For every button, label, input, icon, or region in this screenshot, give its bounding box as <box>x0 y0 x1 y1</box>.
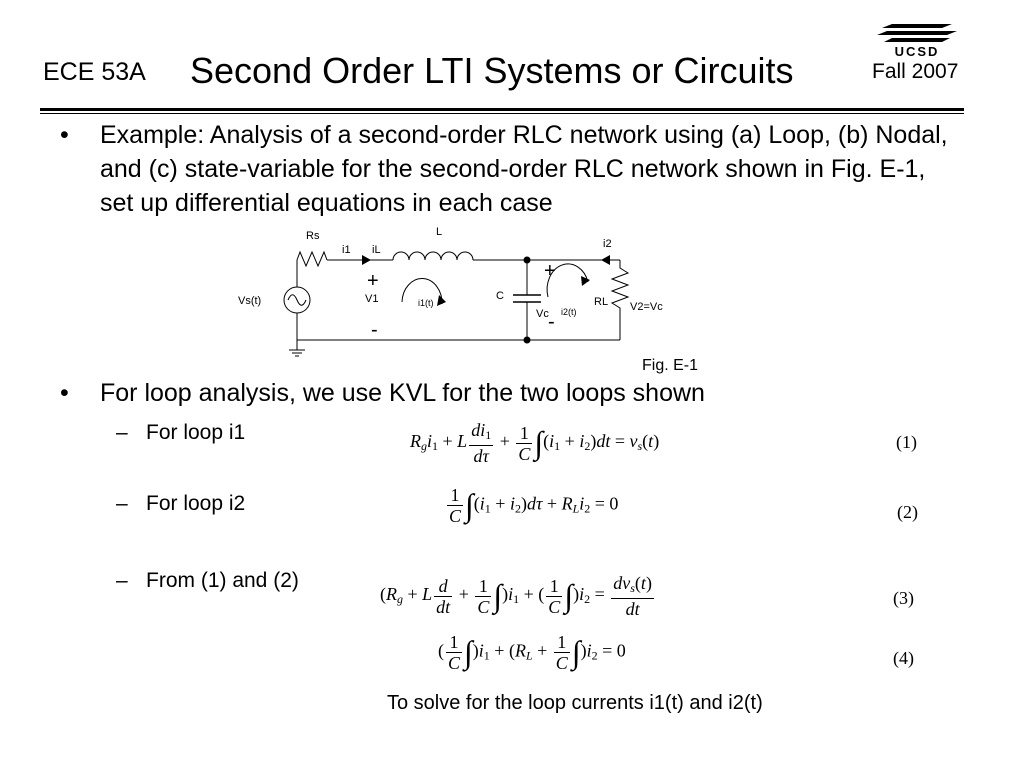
label-rs: Rs <box>306 230 320 242</box>
resistor-rl-symbol <box>610 260 630 340</box>
label-rl: RL <box>594 296 608 308</box>
inductor-symbol <box>392 251 474 261</box>
label-loop1: i1(t) <box>418 298 434 308</box>
equation-number-2: (2) <box>897 502 918 522</box>
label-vs: Vs(t) <box>238 295 261 307</box>
label-v2: V2=Vc <box>630 301 663 313</box>
conclusion-text: To solve for the loop currents i1(t) and… <box>387 692 763 714</box>
equation-number-4: (4) <box>893 648 914 668</box>
ucsd-logo: UCSD <box>877 24 957 59</box>
logo-text: UCSD <box>895 44 940 59</box>
label-i1: i1 <box>342 244 351 256</box>
resistor-rs-symbol <box>296 250 328 268</box>
bullet-text: Example: Analysis of a second-order RLC … <box>100 121 948 217</box>
rlc-circuit-diagram: Rs L i1 iL i2 Vs(t) + V1 - i1(t) C Vc + … <box>238 226 663 357</box>
equation-number-1: (1) <box>896 432 917 452</box>
label-minus-v1: - <box>371 319 378 341</box>
node-bottom <box>523 336 531 344</box>
current-i1-arrow <box>362 255 371 265</box>
label-l: L <box>436 226 442 238</box>
label-i2: i2 <box>603 238 612 250</box>
loop1-arrow <box>401 278 443 305</box>
label-plus-vc: + <box>544 260 556 282</box>
label-v1: V1 <box>365 293 378 305</box>
bullet-marker: • <box>60 379 69 407</box>
course-code: ECE 53A <box>43 58 146 86</box>
label-vc: Vc <box>536 308 549 320</box>
label-c: C <box>496 290 504 302</box>
slide-title: Second Order LTI Systems or Circuits <box>190 50 794 91</box>
label-loop2: i2(t) <box>561 307 577 317</box>
node-top <box>523 256 531 264</box>
current-i2-arrow <box>601 255 610 265</box>
header-rule <box>40 108 964 111</box>
label-minus-vc: - <box>548 311 555 333</box>
bullet-text: For loop analysis, we use KVL for the tw… <box>100 379 705 407</box>
bullet-marker: • <box>60 121 69 149</box>
loop2-arrow <box>546 263 589 298</box>
label-plus-v1: + <box>367 270 379 292</box>
term-label: Fall 2007 <box>872 60 959 83</box>
figure-caption: Fig. E-1 <box>642 357 699 374</box>
header-rule-thin <box>40 113 964 114</box>
equation-number-3: (3) <box>893 588 914 608</box>
label-il: iL <box>372 244 381 256</box>
